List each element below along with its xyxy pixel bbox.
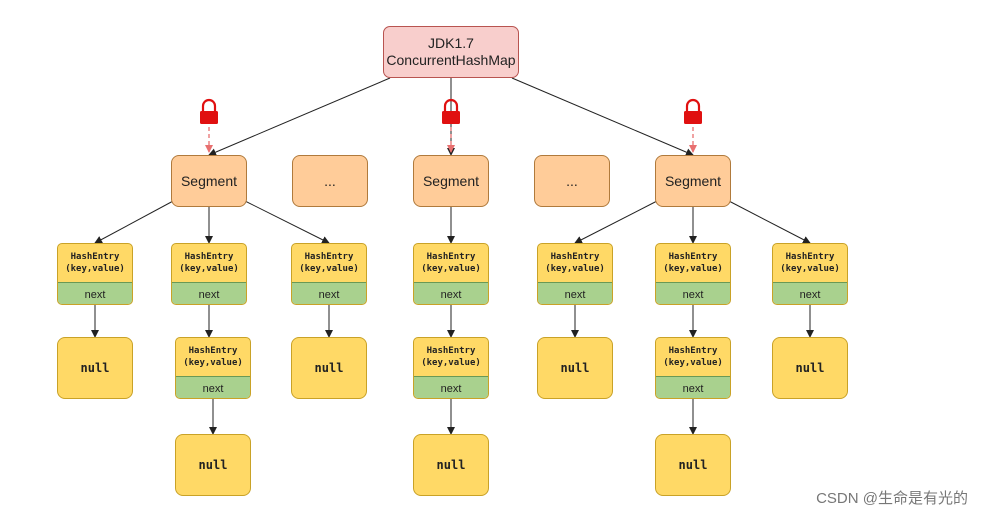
hash-entry: HashEntry (key,value) next [413, 337, 489, 399]
hash-entry-title: HashEntry [550, 252, 600, 262]
hash-entry-kv: (key,value) [421, 264, 481, 274]
next-pointer: next [58, 282, 132, 304]
next-pointer: next [656, 282, 730, 304]
next-pointer: next [414, 376, 488, 398]
hash-entry: HashEntry (key,value) next [175, 337, 251, 399]
segment-node: Segment [413, 155, 489, 207]
segment-node: Segment [655, 155, 731, 207]
ellipsis-node: ... [292, 155, 368, 207]
next-pointer: next [538, 282, 612, 304]
null-node: null [655, 434, 731, 496]
hash-entry-kv: (key,value) [780, 264, 840, 274]
hash-entry: HashEntry (key,value) next [537, 243, 613, 305]
next-pointer: next [292, 282, 366, 304]
next-pointer: next [773, 282, 847, 304]
null-node: null [772, 337, 848, 399]
hash-entry-title: HashEntry [70, 252, 120, 262]
hash-entry: HashEntry (key,value) next [655, 337, 731, 399]
seg1-to-entry-a [94, 199, 176, 244]
hash-entry-kv: (key,value) [65, 264, 125, 274]
hash-entry-title: HashEntry [668, 252, 718, 262]
hash-entry-kv: (key,value) [179, 264, 239, 274]
root-title-line1: JDK1.7 [428, 35, 474, 51]
next-pointer: next [414, 282, 488, 304]
hash-entry-title: HashEntry [188, 346, 238, 356]
hash-entry: HashEntry (key,value) next [655, 243, 731, 305]
hash-entry-title: HashEntry [426, 252, 476, 262]
hash-entry: HashEntry (key,value) next [57, 243, 133, 305]
next-pointer: next [172, 282, 246, 304]
seg3-to-entry-a [574, 199, 660, 244]
next-pointer: next [656, 376, 730, 398]
hash-entry: HashEntry (key,value) next [413, 243, 489, 305]
root-to-segment-1 [208, 77, 391, 156]
null-node: null [413, 434, 489, 496]
hash-entry-kv: (key,value) [299, 264, 359, 274]
hash-entry-title: HashEntry [426, 346, 476, 356]
null-node: null [537, 337, 613, 399]
hash-entry-title: HashEntry [304, 252, 354, 262]
hash-entry-kv: (key,value) [183, 358, 243, 368]
root-node: JDK1.7 ConcurrentHashMap [383, 26, 519, 78]
padlock-icon [442, 98, 460, 124]
hash-entry: HashEntry (key,value) next [772, 243, 848, 305]
hash-entry: HashEntry (key,value) next [171, 243, 247, 305]
null-node: null [57, 337, 133, 399]
watermark: CSDN @生命是有光的 [816, 490, 968, 507]
seg1-to-entry-c [242, 199, 330, 244]
hash-entry-kv: (key,value) [663, 264, 723, 274]
seg3-to-entry-c [726, 199, 811, 244]
padlock-icon [200, 98, 218, 124]
ellipsis-node: ... [534, 155, 610, 207]
hash-entry-title: HashEntry [785, 252, 835, 262]
hash-entry-title: HashEntry [184, 252, 234, 262]
segment-node: Segment [171, 155, 247, 207]
hash-entry-kv: (key,value) [545, 264, 605, 274]
hash-entry: HashEntry (key,value) next [291, 243, 367, 305]
hash-entry-kv: (key,value) [421, 358, 481, 368]
null-node: null [291, 337, 367, 399]
hash-entry-kv: (key,value) [663, 358, 723, 368]
hash-entry-title: HashEntry [668, 346, 718, 356]
root-title-line2: ConcurrentHashMap [386, 52, 516, 68]
padlock-icon [684, 98, 702, 124]
root-to-segment-3 [511, 77, 694, 156]
next-pointer: next [176, 376, 250, 398]
null-node: null [175, 434, 251, 496]
